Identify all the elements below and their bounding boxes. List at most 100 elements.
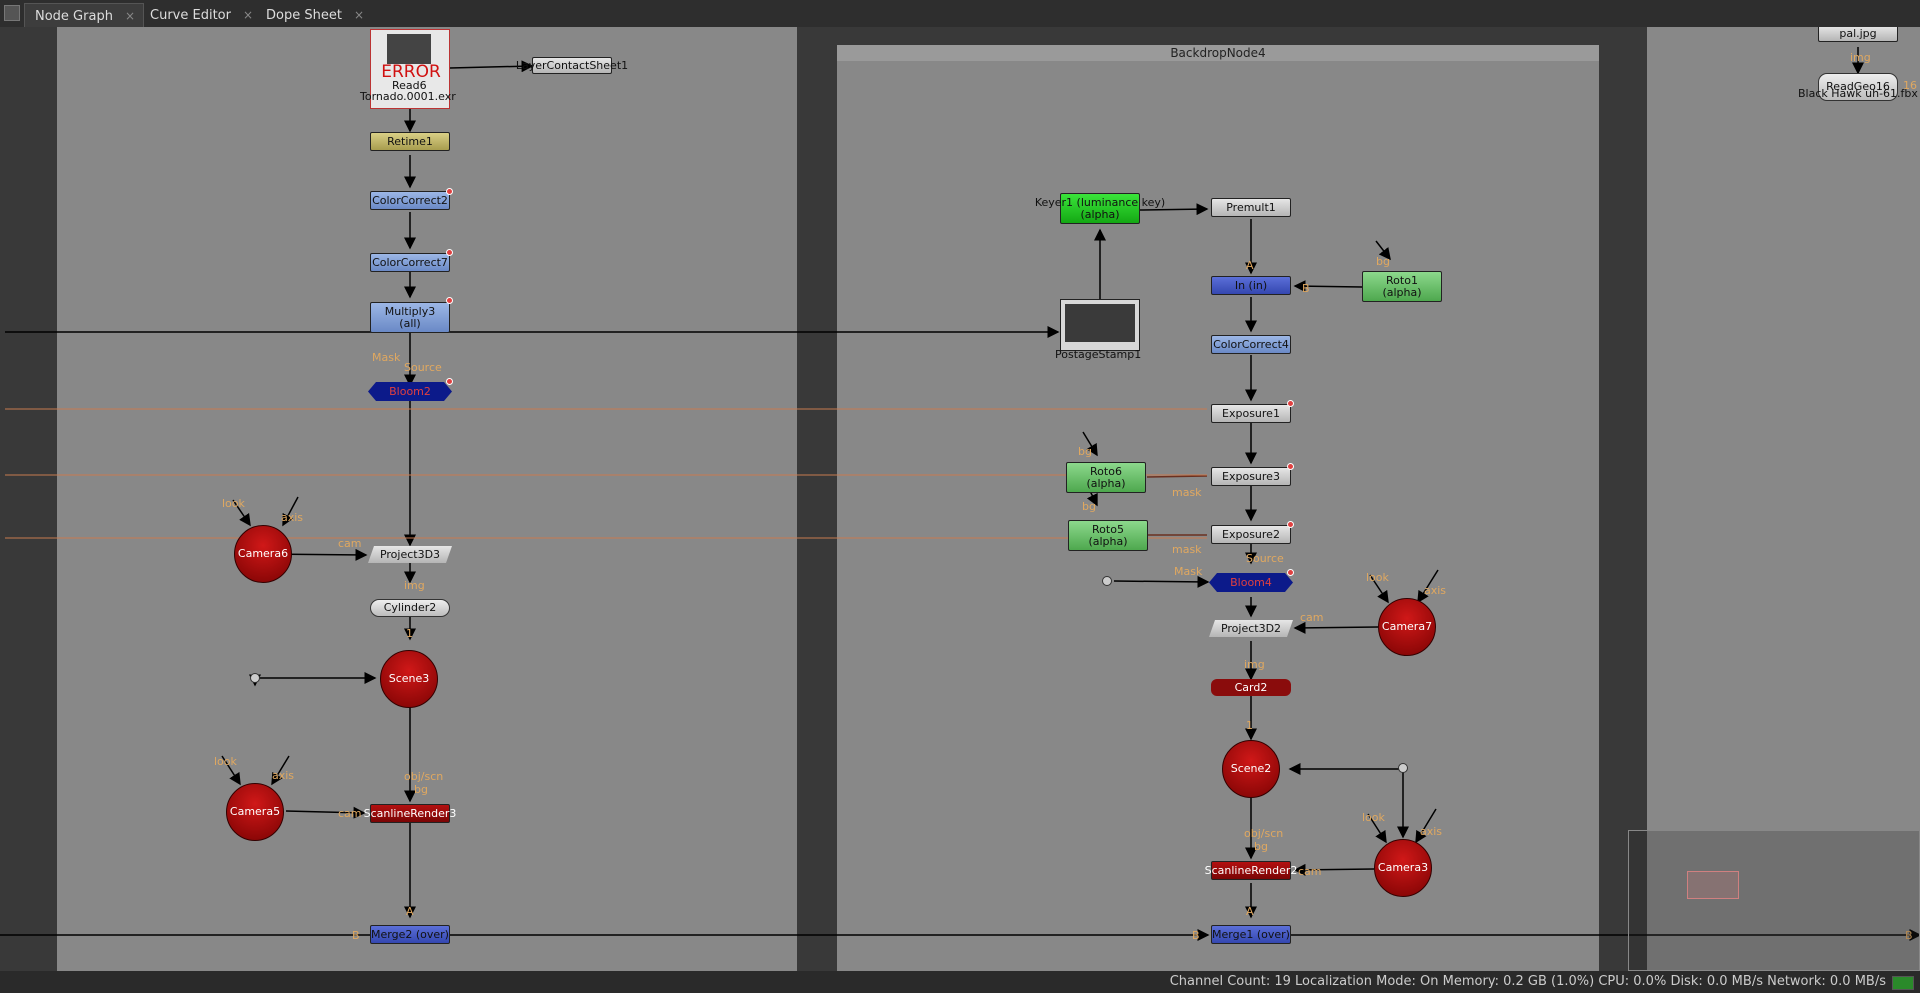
node-graph-canvas[interactable]: BackdropNode4 (0, 27, 1920, 971)
keyer1-node[interactable]: Keyer1 (luminance key) (alpha) (1035, 193, 1165, 224)
close-icon[interactable]: × (353, 8, 364, 22)
pal-read-node[interactable]: pal.jpg (1818, 27, 1898, 42)
node-indicator-icon (446, 297, 453, 304)
node-label-read6: Read6 (392, 79, 427, 92)
node-indicator-icon (446, 188, 453, 195)
scene2-node[interactable]: Scene2 (1222, 740, 1280, 798)
node-graph-navigator[interactable] (1628, 830, 1920, 971)
input-label-bg: bg (414, 783, 428, 796)
camera5-node[interactable]: Camera5 (226, 783, 284, 841)
input-label-bg: bg (1082, 500, 1096, 513)
input-label-bg: bg (1254, 840, 1268, 853)
card2-node[interactable]: Card2 (1211, 679, 1291, 696)
input-label-mask: Mask (1174, 565, 1203, 578)
camera7-node[interactable]: Camera7 (1378, 598, 1436, 656)
project3d3-node[interactable]: Project3D3 (368, 546, 452, 563)
camera6-node[interactable]: Camera6 (234, 525, 292, 583)
status-text: Channel Count: 19 Localization Mode: On … (1169, 974, 1886, 989)
node-indicator-icon (1287, 463, 1294, 470)
readgeo16-node[interactable]: ReadGeo16 (1818, 73, 1898, 101)
scanlinerender3-node[interactable]: ScanlineRender3 (364, 804, 456, 823)
input-label-mask: mask (1172, 543, 1202, 556)
tab-label: Node Graph (35, 9, 113, 24)
tab-dope-sheet[interactable]: Dope Sheet × (256, 3, 372, 27)
input-label-img: img (1850, 51, 1871, 64)
scene3-node[interactable]: Scene3 (380, 650, 438, 708)
exposure2-node[interactable]: Exposure2 (1211, 525, 1291, 544)
input-label-cam: cam (1298, 865, 1322, 878)
postagestamp1-node[interactable] (1060, 299, 1140, 351)
connection-wires (0, 47, 1920, 941)
bloom2-node[interactable]: Bloom2 (368, 382, 452, 401)
project3d2-node[interactable]: Project3D2 (1209, 620, 1293, 637)
input-label-axis: axis (1424, 584, 1447, 597)
tab-bar: Node Graph × Curve Editor × Dope Sheet × (0, 0, 1920, 28)
tab-curve-editor[interactable]: Curve Editor × (140, 3, 261, 27)
tab-label: Curve Editor (150, 8, 231, 23)
exposure1-node[interactable]: Exposure1 (1211, 404, 1291, 423)
pane-menu-icon[interactable] (4, 5, 20, 21)
input-label-look: look (222, 497, 245, 510)
input-label-one: 1 (406, 627, 413, 640)
close-icon[interactable]: × (242, 8, 254, 22)
input-label-look: look (1362, 811, 1385, 824)
input-label-source: Source (404, 361, 442, 374)
merge2-node[interactable]: Merge2 (over) (370, 925, 450, 944)
node-label-postagestamp1: PostageStamp1 (1055, 348, 1142, 361)
input-label-source: Source (1246, 552, 1284, 565)
navigator-viewport[interactable] (1687, 871, 1739, 899)
exposure3-node[interactable]: Exposure3 (1211, 467, 1291, 486)
input-label-axis: axis (272, 769, 295, 782)
colorcorrect4-node[interactable]: ColorCorrect4 (1211, 335, 1291, 354)
status-indicator-icon (1892, 976, 1914, 990)
close-icon[interactable]: × (124, 9, 135, 23)
node-label-read6-file: Tornado.0001.exr (360, 90, 456, 103)
colorcorrect2-node[interactable]: ColorCorrect2 (370, 191, 450, 210)
merge1-node[interactable]: Merge1 (over) (1211, 925, 1291, 944)
dot-node[interactable] (1102, 576, 1112, 586)
input-label-one: 1 (1246, 719, 1253, 732)
layer-contact-sheet-node[interactable]: LayerContactSheet1 (516, 57, 628, 74)
input-label-cam: cam (1300, 611, 1324, 624)
input-label-a: A (1246, 259, 1254, 272)
scanlinerender2-node[interactable]: ScanlineRender2 (1205, 861, 1297, 880)
input-label-obj-scn: obj/scn (404, 770, 444, 783)
node-label-readgeo16-file: Black Hawk uh-61.fbx (1798, 87, 1918, 100)
in-node[interactable]: In (in) (1211, 276, 1291, 295)
input-label-b: B (352, 929, 360, 942)
camera3-node[interactable]: Camera3 (1374, 839, 1432, 897)
input-label-a: A (1246, 905, 1254, 918)
input-label-number: 16 (1903, 79, 1917, 92)
input-label-cam: cam (338, 537, 362, 550)
node-indicator-icon (446, 249, 453, 256)
node-indicator-icon (1287, 400, 1294, 407)
roto6-node[interactable]: Roto6 (alpha) (1066, 462, 1146, 493)
input-label-mask: Mask (372, 351, 401, 364)
colorcorrect7-node[interactable]: ColorCorrect7 (370, 253, 450, 272)
tab-label: Dope Sheet (266, 8, 342, 23)
input-label-cam: cam (338, 807, 362, 820)
cylinder2-node[interactable]: Cylinder2 (370, 599, 450, 617)
input-label-obj-scn: obj/scn (1244, 827, 1284, 840)
input-label-bg: bg (1078, 445, 1092, 458)
multiply-node[interactable]: Multiply3 (all) (370, 302, 450, 333)
retime-node[interactable]: Retime1 (370, 132, 450, 151)
input-label-b: B (1302, 282, 1310, 295)
input-label-axis: axis (281, 511, 304, 524)
input-label-b: B (1905, 929, 1913, 942)
roto5-node[interactable]: Roto5 (alpha) (1068, 520, 1148, 551)
premult1-node[interactable]: Premult1 (1211, 198, 1291, 217)
node-indicator-icon (1287, 569, 1294, 576)
input-label-look: look (214, 755, 237, 768)
read-node[interactable]: ERROR (370, 29, 450, 109)
input-label-img: img (404, 579, 425, 592)
backdrop-title: BackdropNode4 (837, 45, 1599, 61)
read-error-text: ERROR (381, 62, 441, 82)
input-label-img: img (1244, 658, 1265, 671)
dot-node[interactable] (1398, 763, 1408, 773)
bloom4-node[interactable]: Bloom4 (1209, 573, 1293, 592)
roto1-node[interactable]: Roto1 (alpha) (1362, 271, 1442, 302)
dot-node[interactable] (250, 673, 260, 683)
read-thumbnail (387, 34, 431, 64)
tab-node-graph[interactable]: Node Graph × (24, 3, 144, 28)
